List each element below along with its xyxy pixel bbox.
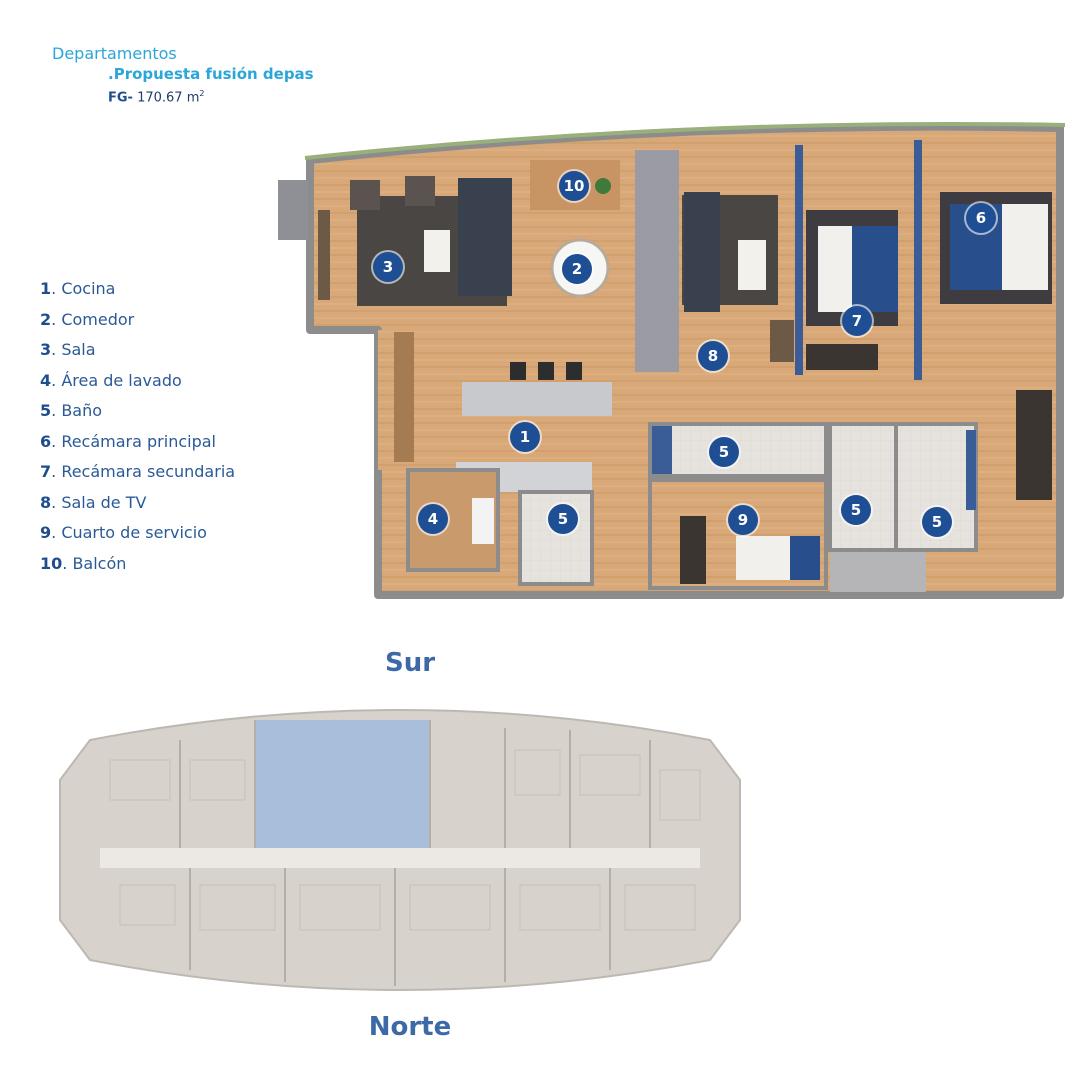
tv-console bbox=[318, 210, 330, 300]
washer bbox=[472, 498, 494, 544]
room-marker-2: 2 bbox=[562, 254, 592, 284]
sofa bbox=[458, 178, 512, 296]
unit-code: FG- bbox=[108, 90, 133, 106]
legend-item: 4. Área de lavado bbox=[40, 370, 182, 390]
room-marker-9: 9 bbox=[728, 505, 758, 535]
stool bbox=[538, 362, 554, 380]
stool bbox=[510, 362, 526, 380]
legend-item: 3. Sala bbox=[40, 340, 96, 359]
floor-plan bbox=[278, 121, 1066, 599]
room-marker-7: 7 bbox=[842, 306, 872, 336]
south-label: Sur bbox=[384, 648, 436, 678]
room-marker-5: 5 bbox=[841, 495, 871, 525]
room-marker-3: 3 bbox=[373, 252, 403, 282]
area-line: FG- 170.67 m2 bbox=[52, 84, 314, 108]
wall-shelf bbox=[394, 332, 414, 462]
legend-item: 10. Balcón bbox=[40, 553, 127, 573]
plan-header: Departamentos .Propuesta fusión depas FG… bbox=[52, 44, 314, 108]
coffee-table bbox=[424, 230, 450, 272]
facade-glass bbox=[304, 121, 1066, 160]
legend-item: 9. Cuarto de servicio bbox=[40, 523, 207, 542]
corridor-wall bbox=[830, 552, 926, 592]
legend-item: 2. Comedor bbox=[40, 309, 135, 329]
corridor bbox=[100, 848, 700, 868]
room-marker-5: 5 bbox=[709, 437, 739, 467]
unit-area: 170.67 m bbox=[137, 90, 200, 106]
room-marker-6: 6 bbox=[966, 203, 996, 233]
bed-cover bbox=[852, 226, 898, 312]
armchair bbox=[350, 180, 380, 210]
bathroom bbox=[828, 422, 898, 552]
proposal-title: .Propuesta fusión depas bbox=[108, 65, 314, 83]
partition-wall bbox=[914, 140, 922, 380]
category-title: Departamentos bbox=[52, 44, 177, 63]
tv-sofa bbox=[684, 192, 720, 312]
room-marker-1: 1 bbox=[510, 422, 540, 452]
armchair bbox=[405, 176, 435, 206]
legend-item: 6. Recámara principal bbox=[40, 431, 216, 451]
service-bed-cover bbox=[790, 536, 820, 580]
room-marker-8: 8 bbox=[698, 341, 728, 371]
unit-dividers bbox=[179, 720, 651, 986]
building-key-plan bbox=[59, 709, 741, 991]
area-unit-superscript: 2 bbox=[199, 89, 205, 98]
bath-panel bbox=[652, 426, 672, 474]
bath-panel bbox=[966, 430, 976, 510]
highlighted-unit bbox=[255, 720, 430, 848]
partition-wall bbox=[795, 145, 803, 375]
closet bbox=[806, 344, 878, 370]
legend-item: 1. Cocina bbox=[40, 279, 116, 298]
closet bbox=[680, 516, 706, 584]
stool bbox=[566, 362, 582, 380]
partition-wall bbox=[635, 150, 679, 372]
room-grid bbox=[109, 749, 701, 931]
column bbox=[278, 180, 308, 240]
room-marker-10: 10 bbox=[559, 171, 589, 201]
kitchen-island bbox=[462, 382, 612, 416]
legend-item: 5. Baño bbox=[40, 401, 103, 420]
closet bbox=[1016, 390, 1052, 500]
room-marker-5: 5 bbox=[548, 504, 578, 534]
plant bbox=[595, 178, 611, 194]
legend-item: 8. Sala de TV bbox=[40, 492, 147, 512]
room-marker-5: 5 bbox=[922, 507, 952, 537]
north-label: Norte bbox=[368, 1012, 452, 1042]
desk bbox=[770, 320, 794, 362]
legend-item: 7. Recámara secundaria bbox=[40, 462, 236, 481]
room-marker-4: 4 bbox=[418, 504, 448, 534]
tv-table bbox=[738, 240, 766, 290]
room-legend: 1. Cocina 2. Comedor 3. Sala 4. Área de … bbox=[40, 274, 235, 579]
